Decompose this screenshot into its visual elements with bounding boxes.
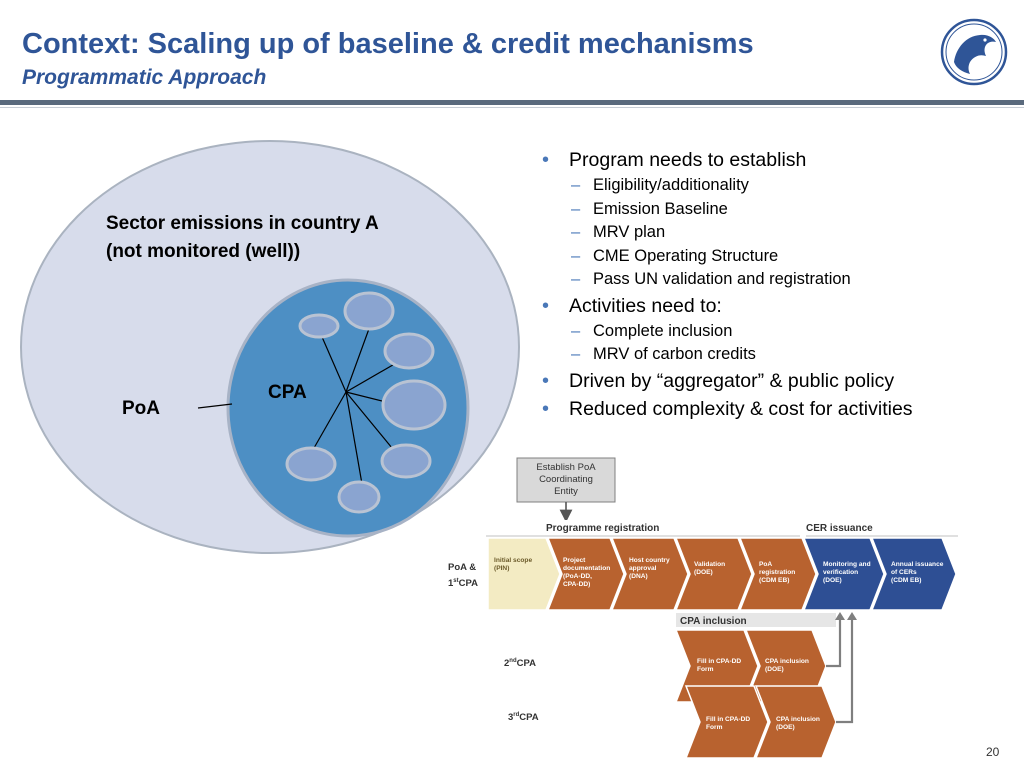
- sub-bullet-item: –CME Operating Structure: [571, 246, 779, 265]
- establish-line: Entity: [554, 486, 578, 497]
- cpa-inclusion-heading: CPA inclusion: [680, 616, 747, 627]
- cpa3-fill-form-chevron: [684, 685, 769, 759]
- cpa3-connector: [836, 620, 854, 724]
- cer-issuance-heading: CER issuance: [806, 523, 873, 534]
- step-chevron-poa-registration: [738, 537, 817, 611]
- cpa-circle: [337, 480, 381, 514]
- step-chevron-monitoring: [802, 537, 885, 611]
- sub-bullet-item: –Eligibility/additionality: [571, 176, 749, 194]
- establish-line: Coordinating: [539, 474, 593, 485]
- second-cpa-row: [674, 629, 827, 703]
- row-label-poa: PoA &: [448, 562, 476, 573]
- step-chevron-host-country-approval: [610, 537, 689, 611]
- page-number: 20: [986, 745, 1000, 759]
- slide-title: Context: Scaling up of baseline & credit…: [22, 28, 754, 60]
- cpa3-step-text: CPA inclusion(DOE): [776, 716, 820, 731]
- bullet-item: •Activities need to:: [542, 294, 722, 317]
- slide-subtitle: Programmatic Approach: [22, 66, 267, 89]
- cpa-inclusion-bar: [676, 613, 836, 627]
- step-chevron-project-documentation: [546, 537, 625, 611]
- sub-bullet-item: –MRV plan: [571, 223, 666, 241]
- row-label-third-cpa: 3rdCPA: [508, 712, 539, 723]
- cpa3-arrowhead: [847, 612, 857, 620]
- third-cpa-row: [684, 685, 837, 759]
- step-chevron-initial-scope: [487, 537, 561, 611]
- establish-line: Establish PoA: [536, 462, 596, 473]
- bullet-item: •Program needs to establish: [542, 149, 807, 171]
- cpa-circle: [343, 291, 395, 331]
- bullet-list: •Program needs to establish –Eligibility…: [542, 148, 1012, 423]
- sub-bullet-item: –MRV of carbon credits: [571, 345, 756, 363]
- header-divider-thin: [0, 107, 1024, 108]
- programme-registration-bar: [486, 520, 798, 536]
- header-divider: [0, 100, 1024, 105]
- main-step-row: [487, 537, 957, 611]
- cpa-connector-arrows: [826, 620, 854, 724]
- sub-bullet-item: –Emission Baseline: [571, 199, 728, 218]
- cpa-circle: [285, 446, 337, 482]
- step-text: Initial scope(PIN): [494, 557, 532, 572]
- cpa-circle: [380, 443, 432, 479]
- poa-label: PoA: [122, 398, 160, 419]
- step-text: Validation(DOE): [694, 561, 725, 576]
- cpa-circles: [285, 291, 447, 514]
- cpa-circle: [383, 332, 435, 370]
- eagle-logo-icon: [940, 18, 1008, 86]
- sector-emissions-label: Sector emissions in country A (not monit…: [106, 213, 379, 262]
- cpa2-arrowhead: [835, 612, 845, 620]
- sub-bullet-item: –Complete inclusion: [571, 321, 733, 340]
- programme-registration-heading: Programme registration: [546, 523, 659, 534]
- step-chevron-annual-issuance: [870, 537, 957, 611]
- bullet-item: •Driven by “aggregator” & public policy: [542, 369, 895, 392]
- cpa-circle: [298, 313, 340, 339]
- row-label-first-cpa: 1stCPA: [448, 578, 478, 589]
- bullet-item: •Reduced complexity & cost for activitie…: [542, 397, 913, 420]
- cpa-label: CPA: [268, 382, 307, 403]
- cpa2-connector: [826, 620, 842, 668]
- cpa3-inclusion-chevron: [754, 685, 837, 759]
- poa-pointer-line: [197, 403, 233, 409]
- sub-bullet-item: –Pass UN validation and registration: [571, 270, 851, 288]
- row-label-second-cpa: 2ndCPA: [504, 658, 536, 669]
- cpa-circle: [381, 379, 447, 431]
- cpa2-step-text: CPA inclusion(DOE): [765, 658, 809, 673]
- step-chevron-validation: [674, 537, 753, 611]
- cpa-spokes: [309, 325, 399, 485]
